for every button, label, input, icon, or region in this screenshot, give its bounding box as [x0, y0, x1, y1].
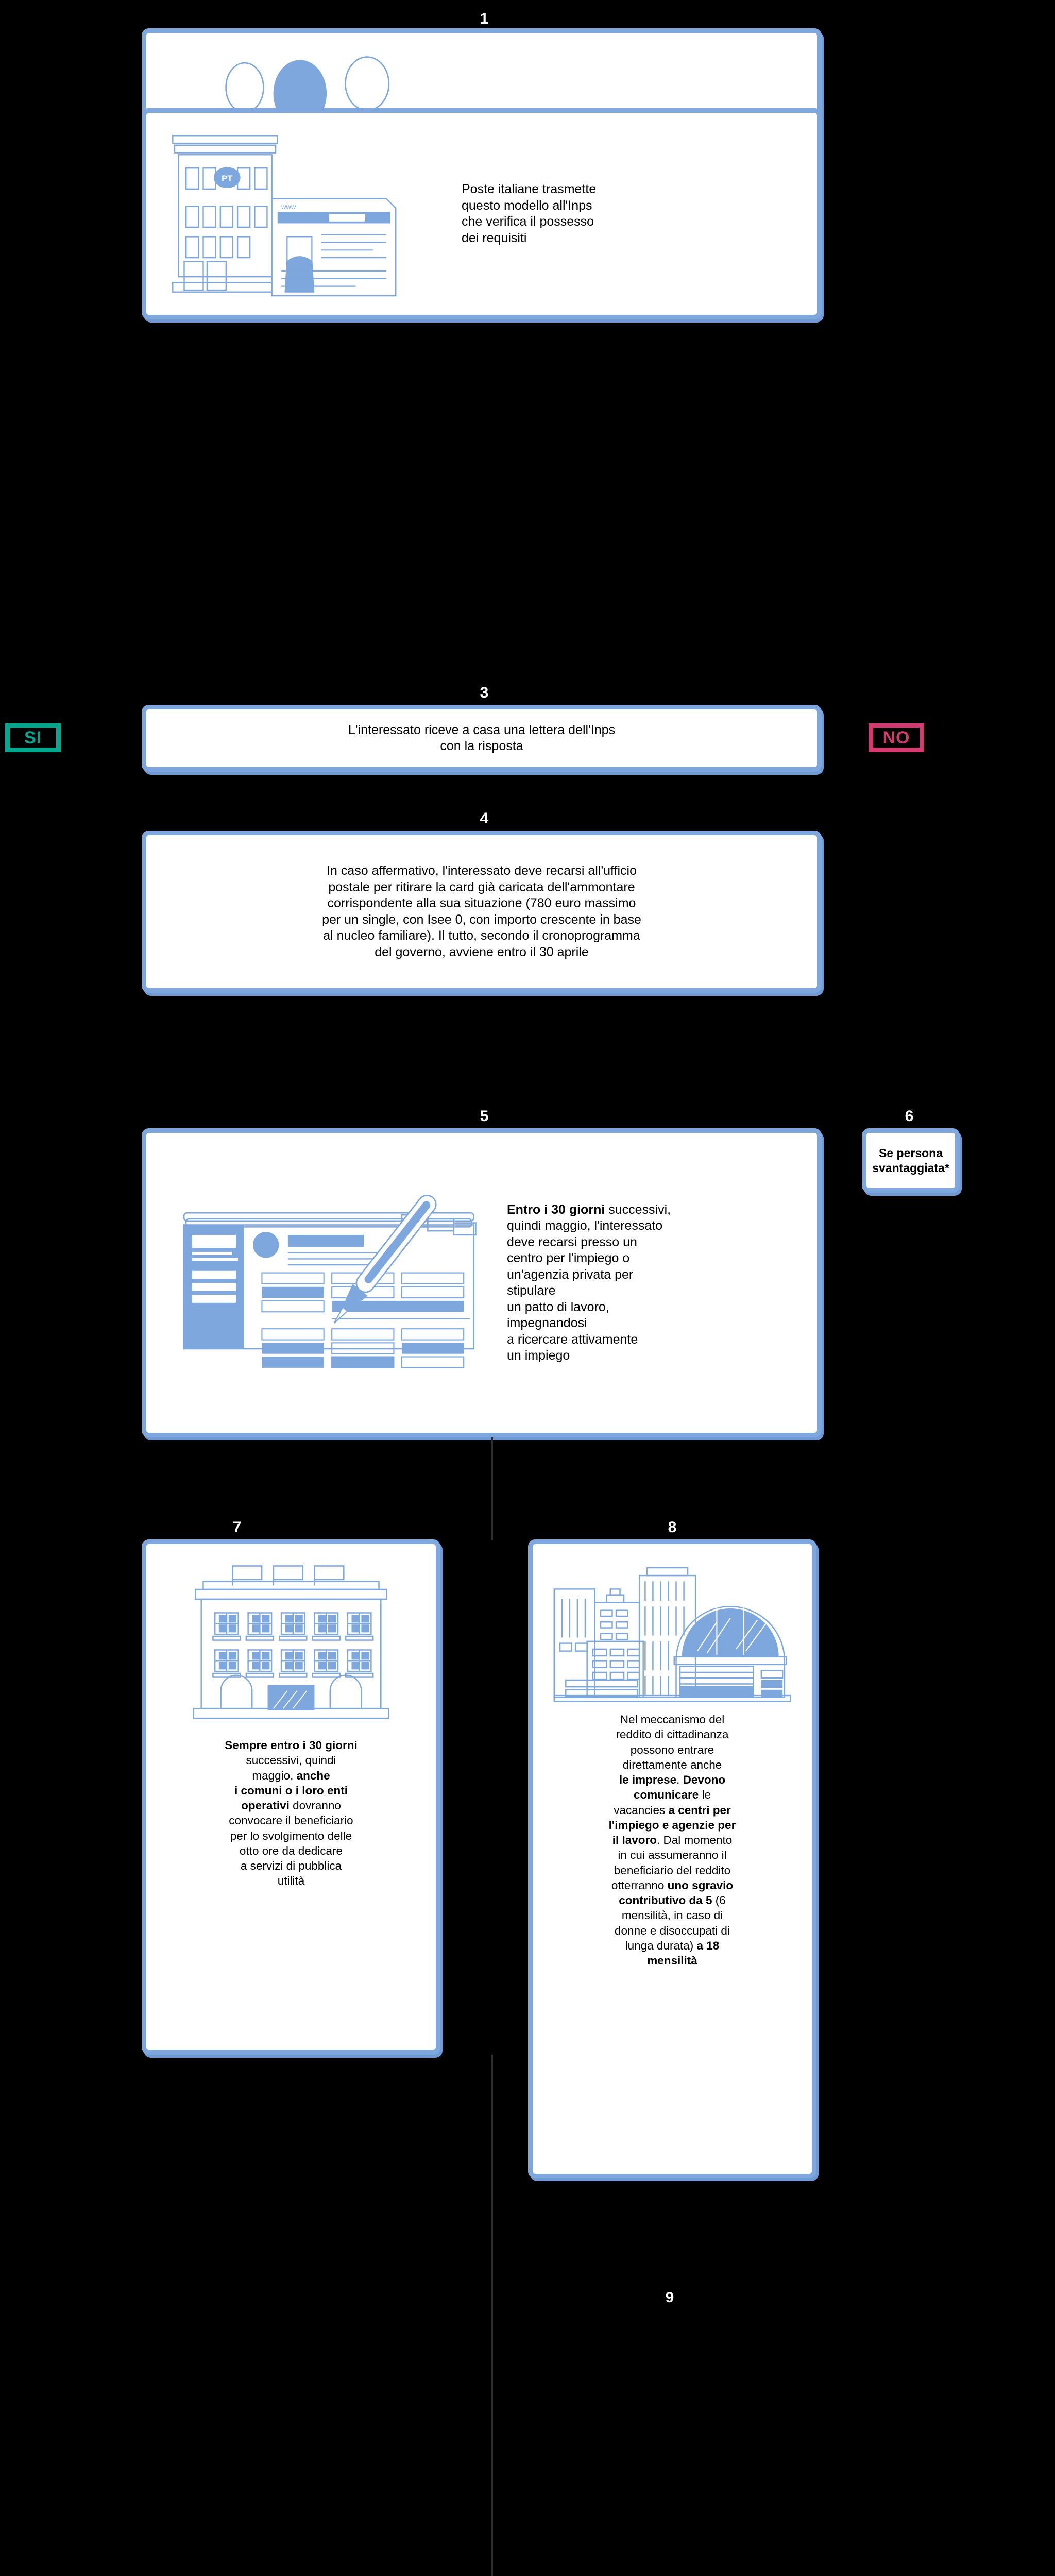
step-5-illustration [170, 1172, 500, 1394]
branch-yes-badge: SI [5, 723, 61, 752]
step-number-7: 7 [232, 1519, 242, 1536]
step-card-2: PT www P [142, 108, 822, 319]
svg-text:PT: PT [222, 174, 232, 183]
step-card-3: L'interessato riceve a casa una lettera … [142, 705, 822, 772]
step-number-9: 9 [665, 2289, 674, 2306]
branch-no-label: NO [882, 727, 910, 748]
step-number-3: 3 [480, 684, 489, 701]
step-number-8: 8 [668, 1519, 677, 1536]
step-number-5: 5 [480, 1108, 489, 1125]
step-number-4: 4 [480, 810, 489, 827]
step-card-4: In caso affermativo, l'interessato deve … [142, 831, 822, 993]
step-card-5: Entro i 30 giorni successivi,quindi magg… [142, 1128, 822, 1437]
step-number-1: 1 [480, 10, 489, 27]
step-number-6: 6 [905, 1108, 914, 1125]
step-3-text: L'interessato riceve a casa una lettera … [348, 722, 616, 754]
step-2-illustration: PT www [164, 118, 452, 309]
connector-line-78-to-10 [491, 2055, 493, 2576]
step-8-illustration [546, 1552, 798, 1712]
step-number-2: 2 [480, 91, 489, 108]
step-7-illustration [162, 1552, 420, 1738]
step-5-text: Entro i 30 giorni successivi,quindi magg… [507, 1202, 671, 1363]
branch-yes-label: SI [24, 727, 42, 748]
branch-no-badge: NO [869, 723, 924, 752]
step-4-text: In caso affermativo, l'interessato deve … [322, 863, 641, 959]
connector-line-5-to-78 [491, 1437, 493, 1540]
svg-text:www: www [281, 203, 296, 211]
